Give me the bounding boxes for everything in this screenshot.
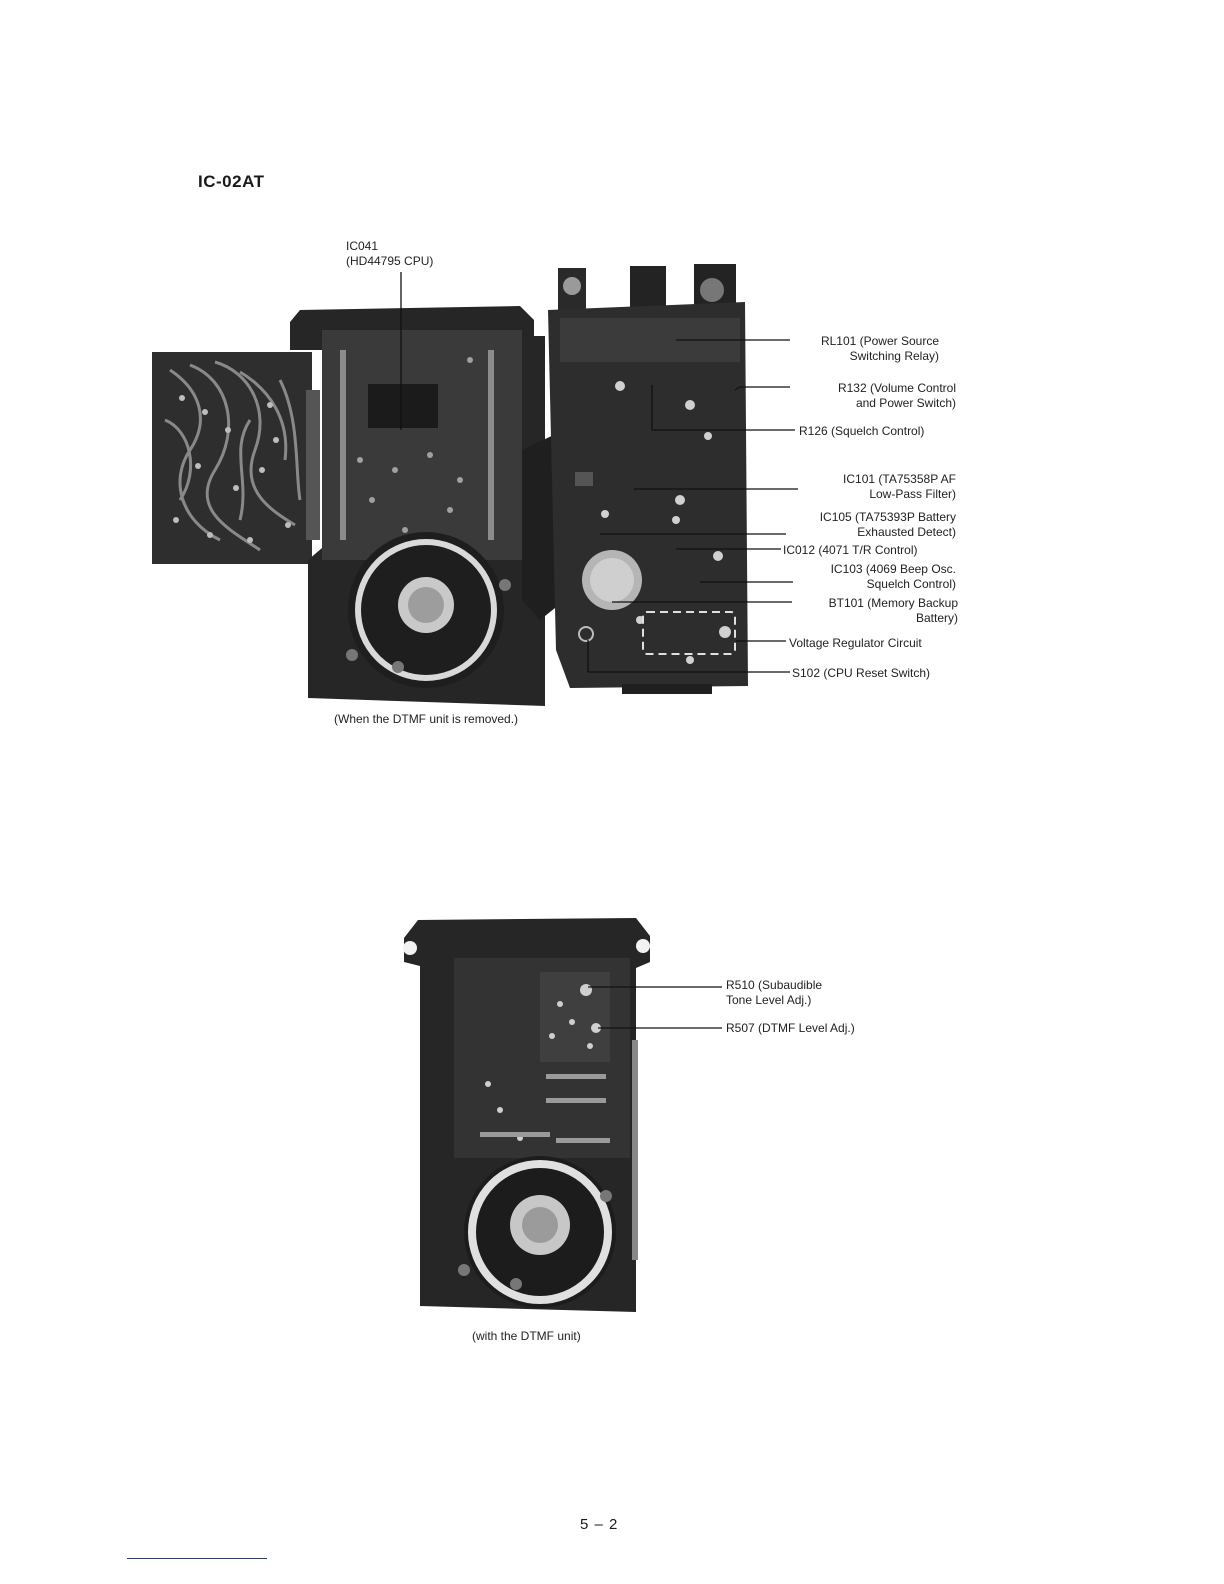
callout-bt101: BT101 (Memory Backup Battery)	[828, 596, 958, 625]
dtmf-board-case	[403, 918, 650, 1312]
model-title: IC-02AT	[198, 172, 265, 191]
footer-rule	[127, 1558, 267, 1559]
callout-rl101: RL101 (Power Source Switching Relay)	[820, 334, 939, 363]
logic-board-case	[290, 306, 545, 706]
callout-ic101: IC101 (TA75358P AF Low-Pass Filter)	[843, 472, 956, 501]
page-number: 5 – 2	[580, 1516, 619, 1533]
rf-board	[548, 264, 748, 694]
photo2-caption: (with the DTMF unit)	[472, 1329, 581, 1343]
callout-voltage-regulator: Voltage Regulator Circuit	[789, 636, 922, 650]
callout-r507: R507 (DTMF Level Adj.)	[726, 1021, 855, 1035]
leader-lines-photo1	[400, 272, 798, 673]
callout-ic103: IC103 (4069 Beep Osc. Squelch Control)	[830, 562, 956, 591]
callout-ic041: IC041 (HD44795 CPU)	[346, 239, 434, 268]
callout-r132: R132 (Volume Control and Power Switch)	[837, 381, 956, 410]
photo1-caption: (When the DTMF unit is removed.)	[334, 712, 519, 726]
callout-r126: R126 (Squelch Control)	[799, 424, 925, 438]
pcb-connector-board	[152, 352, 320, 564]
leader-lines-photo2	[588, 986, 722, 1029]
callout-ic012: IC012 (4071 T/R Control)	[783, 543, 918, 557]
callout-r510: R510 (Subaudible Tone Level Adj.)	[726, 978, 823, 1007]
callout-ic105: IC105 (TA75393P Battery Exhausted Detect…	[819, 510, 956, 539]
callout-s102: S102 (CPU Reset Switch)	[792, 666, 931, 680]
